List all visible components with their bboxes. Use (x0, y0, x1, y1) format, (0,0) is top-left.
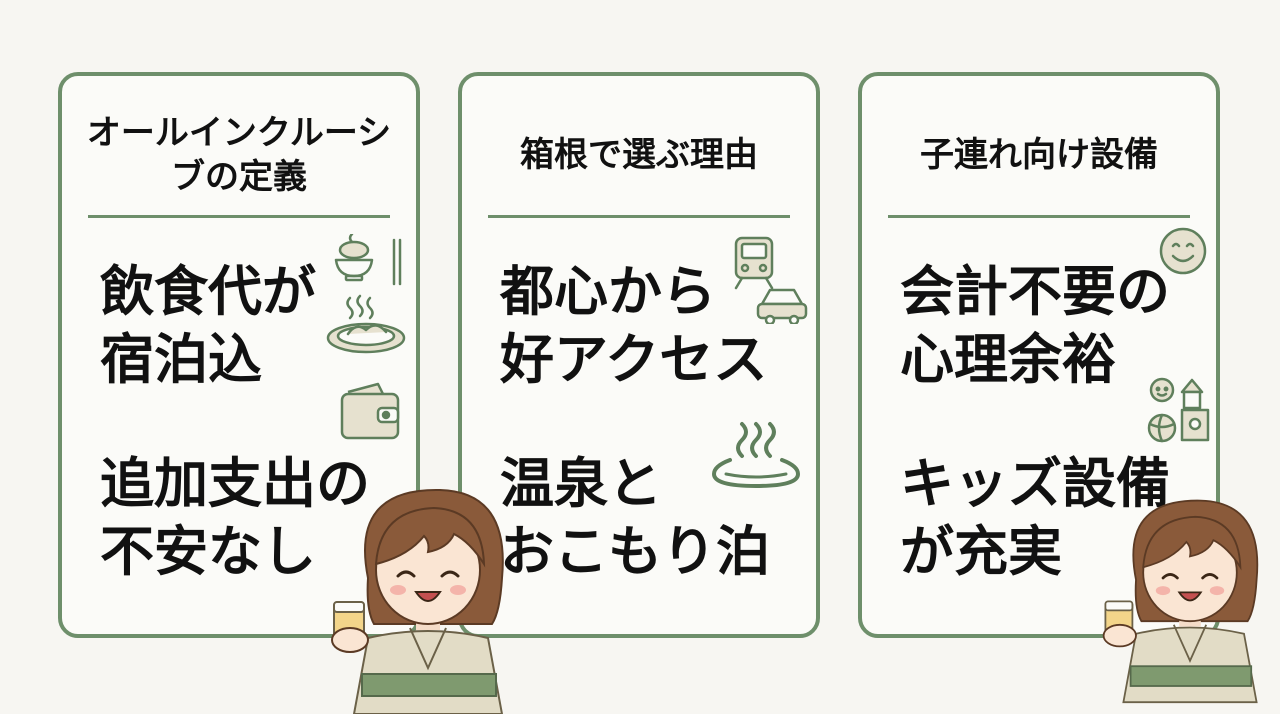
card-title: オールインクルーシブの定義 (86, 112, 392, 197)
divider (888, 215, 1190, 218)
card-all-inclusive: オールインクルーシブの定義 飲食代が宿泊込 追加支出の不安なし (58, 72, 420, 638)
smiley-icon (1159, 227, 1207, 275)
meal-icon (326, 234, 406, 354)
point-text: 追加支出の不安なし (100, 452, 370, 583)
point-text: 飲食代が宿泊込 (100, 260, 316, 391)
point-text: 温泉とおこもり泊 (500, 452, 770, 583)
card-title: 子連れ向け設備 (920, 134, 1158, 175)
point-text: 都心から好アクセス (500, 260, 768, 391)
divider (488, 215, 790, 218)
hot-spring-icon (711, 422, 801, 489)
wallet-icon (340, 382, 400, 440)
card-hakone-reasons: 箱根で選ぶ理由 都心から好アクセス 温泉とおこもり泊 (458, 72, 820, 638)
card-family-facilities: 子連れ向け設備 会計不要の心理余裕 キッズ設備が充実 (858, 72, 1220, 638)
kids-toys-icon (1147, 377, 1210, 443)
train-car-icon (734, 236, 808, 324)
point-text: キッズ設備が充実 (900, 452, 1170, 583)
yukata-woman-with-beer-illustration (331, 488, 504, 714)
yukata-woman-with-beer-illustration (1102, 499, 1259, 704)
point-text: 会計不要の心理余裕 (900, 260, 1170, 391)
divider (88, 215, 390, 218)
card-title: 箱根で選ぶ理由 (520, 134, 758, 175)
